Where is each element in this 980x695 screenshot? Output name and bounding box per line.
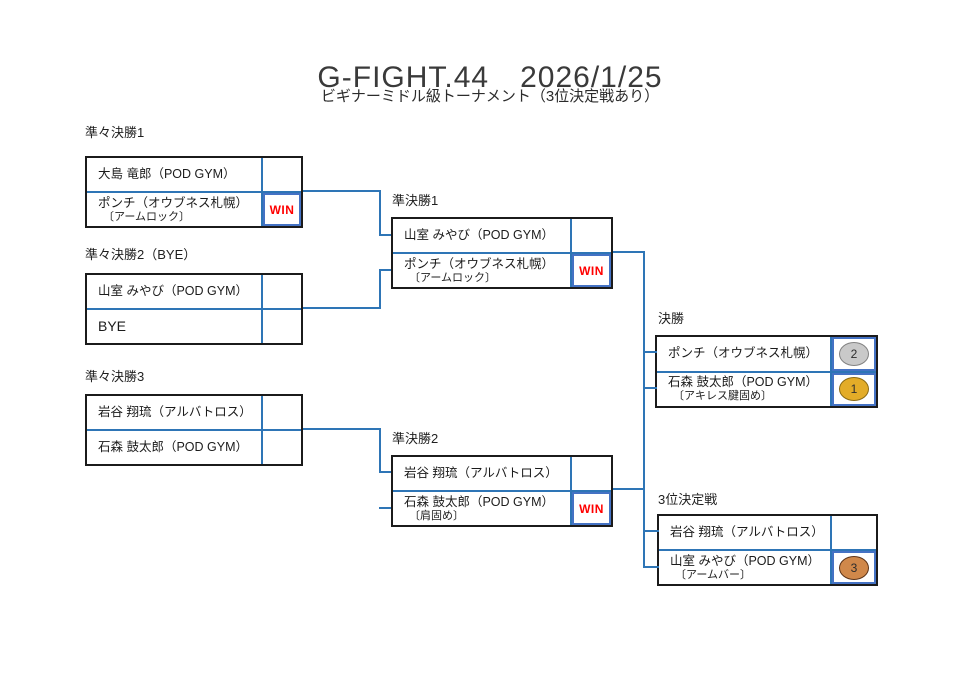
silver-medal-badge: 2 <box>839 341 869 366</box>
connector-line <box>303 190 381 192</box>
connector-line <box>643 387 657 389</box>
match-row: ポンチ（オウブネス札幌） 〔アームロック〕 WIN <box>87 193 301 226</box>
match-row: 岩谷 翔琉（アルバトロス） <box>393 457 611 492</box>
result-cell <box>261 396 301 429</box>
match-row: 石森 鼓太郎（POD GYM） <box>87 431 301 464</box>
match-box-semifinal-2: 岩谷 翔琉（アルバトロス） 石森 鼓太郎（POD GYM） 〔肩固め〕 WIN <box>391 455 613 527</box>
connector-line <box>379 190 381 236</box>
connector-line <box>379 269 391 271</box>
match-row: 石森 鼓太郎（POD GYM） 〔アキレス腱固め〕 1 <box>657 372 876 406</box>
gold-medal-badge: 1 <box>839 377 869 402</box>
finish-technique: 〔アームロック〕 <box>103 210 191 223</box>
fighter-name: 山室 みやび（POD GYM） <box>404 228 555 242</box>
label-semifinal-1: 準決勝1 <box>392 193 439 208</box>
result-cell: 2 <box>830 337 876 371</box>
finish-technique: 〔肩固め〕 <box>409 509 464 522</box>
match-row: 山室 みやび（POD GYM） <box>393 219 611 254</box>
label-third-place-match: 3位決定戦 <box>658 492 718 507</box>
result-cell <box>570 219 611 252</box>
match-box-final: ポンチ（オウブネス札幌） 2 石森 鼓太郎（POD GYM） 〔アキレス腱固め〕… <box>655 335 878 408</box>
match-row: 岩谷 翔琉（アルバトロス） <box>659 516 876 551</box>
match-box-quarterfinal-1: 大島 竜郎（POD GYM） ポンチ（オウブネス札幌） 〔アームロック〕 WIN <box>85 156 303 228</box>
connector-line <box>643 530 659 532</box>
fighter-name: 大島 竜郎（POD GYM） <box>98 167 236 181</box>
connector-line <box>379 234 391 236</box>
result-cell <box>261 310 301 343</box>
result-cell <box>261 431 301 464</box>
label-final: 決勝 <box>658 311 685 326</box>
finish-technique: 〔アキレス腱固め〕 <box>673 390 772 403</box>
match-box-quarterfinal-2: 山室 みやび（POD GYM） BYE <box>85 273 303 345</box>
finish-technique: 〔アームロック〕 <box>409 271 497 284</box>
connector-line <box>643 566 659 568</box>
fighter-name: 岩谷 翔琉（アルバトロス） <box>670 525 824 539</box>
result-cell: WIN <box>261 193 301 226</box>
match-row: ポンチ（オウブネス札幌） 2 <box>657 337 876 373</box>
connector-line <box>643 351 657 353</box>
connector-line <box>379 471 391 473</box>
connector-line <box>643 251 645 568</box>
fighter-name: 石森 鼓太郎（POD GYM） <box>668 375 819 390</box>
fighter-name: ポンチ（オウブネス札幌） <box>404 256 555 271</box>
fighter-name: 石森 鼓太郎（POD GYM） <box>404 494 555 509</box>
match-row: 大島 竜郎（POD GYM） <box>87 158 301 193</box>
fighter-name: ポンチ（オウブネス札幌） <box>668 346 819 361</box>
connector-line <box>613 251 645 253</box>
fighter-name: 石森 鼓太郎（POD GYM） <box>98 440 249 454</box>
bronze-medal-badge: 3 <box>839 555 869 580</box>
match-box-semifinal-1: 山室 みやび（POD GYM） ポンチ（オウブネス札幌） 〔アームロック〕 WI… <box>391 217 613 289</box>
connector-line <box>613 488 645 490</box>
connector-line <box>303 428 381 430</box>
result-cell: 3 <box>830 551 876 584</box>
finish-technique: 〔アームバー〕 <box>675 568 752 581</box>
result-cell: 1 <box>830 372 876 406</box>
fighter-name: 岩谷 翔琉（アルバトロス） <box>404 466 558 480</box>
fighter-name: 山室 みやび（POD GYM） <box>98 284 249 298</box>
connector-line <box>303 307 381 309</box>
fighter-name: ポンチ（オウブネス札幌） <box>98 195 249 210</box>
match-row: 石森 鼓太郎（POD GYM） 〔肩固め〕 WIN <box>393 492 611 525</box>
event-subtitle: ビギナーミドル級トーナメント（3位決定戦あり） <box>320 88 660 105</box>
connector-line <box>379 507 391 509</box>
match-row: ポンチ（オウブネス札幌） 〔アームロック〕 WIN <box>393 254 611 287</box>
result-cell <box>261 275 301 308</box>
match-row: 岩谷 翔琉（アルバトロス） <box>87 396 301 431</box>
win-badge: WIN <box>579 501 604 516</box>
match-box-third-place: 岩谷 翔琉（アルバトロス） 山室 みやび（POD GYM） 〔アームバー〕 3 <box>657 514 878 586</box>
event-title: G-FIGHT.44 2026/1/25 <box>317 61 663 94</box>
fighter-name: 山室 みやび（POD GYM） <box>670 553 821 568</box>
label-semifinal-2: 準決勝2 <box>392 431 439 446</box>
result-cell <box>261 158 301 191</box>
win-badge: WIN <box>269 202 295 217</box>
result-cell <box>830 516 876 549</box>
label-quarterfinal-3: 準々決勝3 <box>85 369 145 384</box>
match-row: 山室 みやび（POD GYM） <box>87 275 301 310</box>
bye-label: BYE <box>98 318 127 334</box>
result-cell: WIN <box>570 492 611 525</box>
result-cell <box>570 457 611 490</box>
fighter-name: 岩谷 翔琉（アルバトロス） <box>98 405 252 419</box>
win-badge: WIN <box>579 263 604 278</box>
match-row: BYE <box>87 310 301 343</box>
match-row: 山室 みやび（POD GYM） 〔アームバー〕 3 <box>659 551 876 584</box>
label-quarterfinal-1: 準々決勝1 <box>85 125 145 140</box>
match-box-quarterfinal-3: 岩谷 翔琉（アルバトロス） 石森 鼓太郎（POD GYM） <box>85 394 303 466</box>
label-quarterfinal-2: 準々決勝2（BYE） <box>85 247 197 262</box>
connector-line <box>379 269 381 309</box>
result-cell: WIN <box>570 254 611 287</box>
connector-line <box>379 428 381 473</box>
